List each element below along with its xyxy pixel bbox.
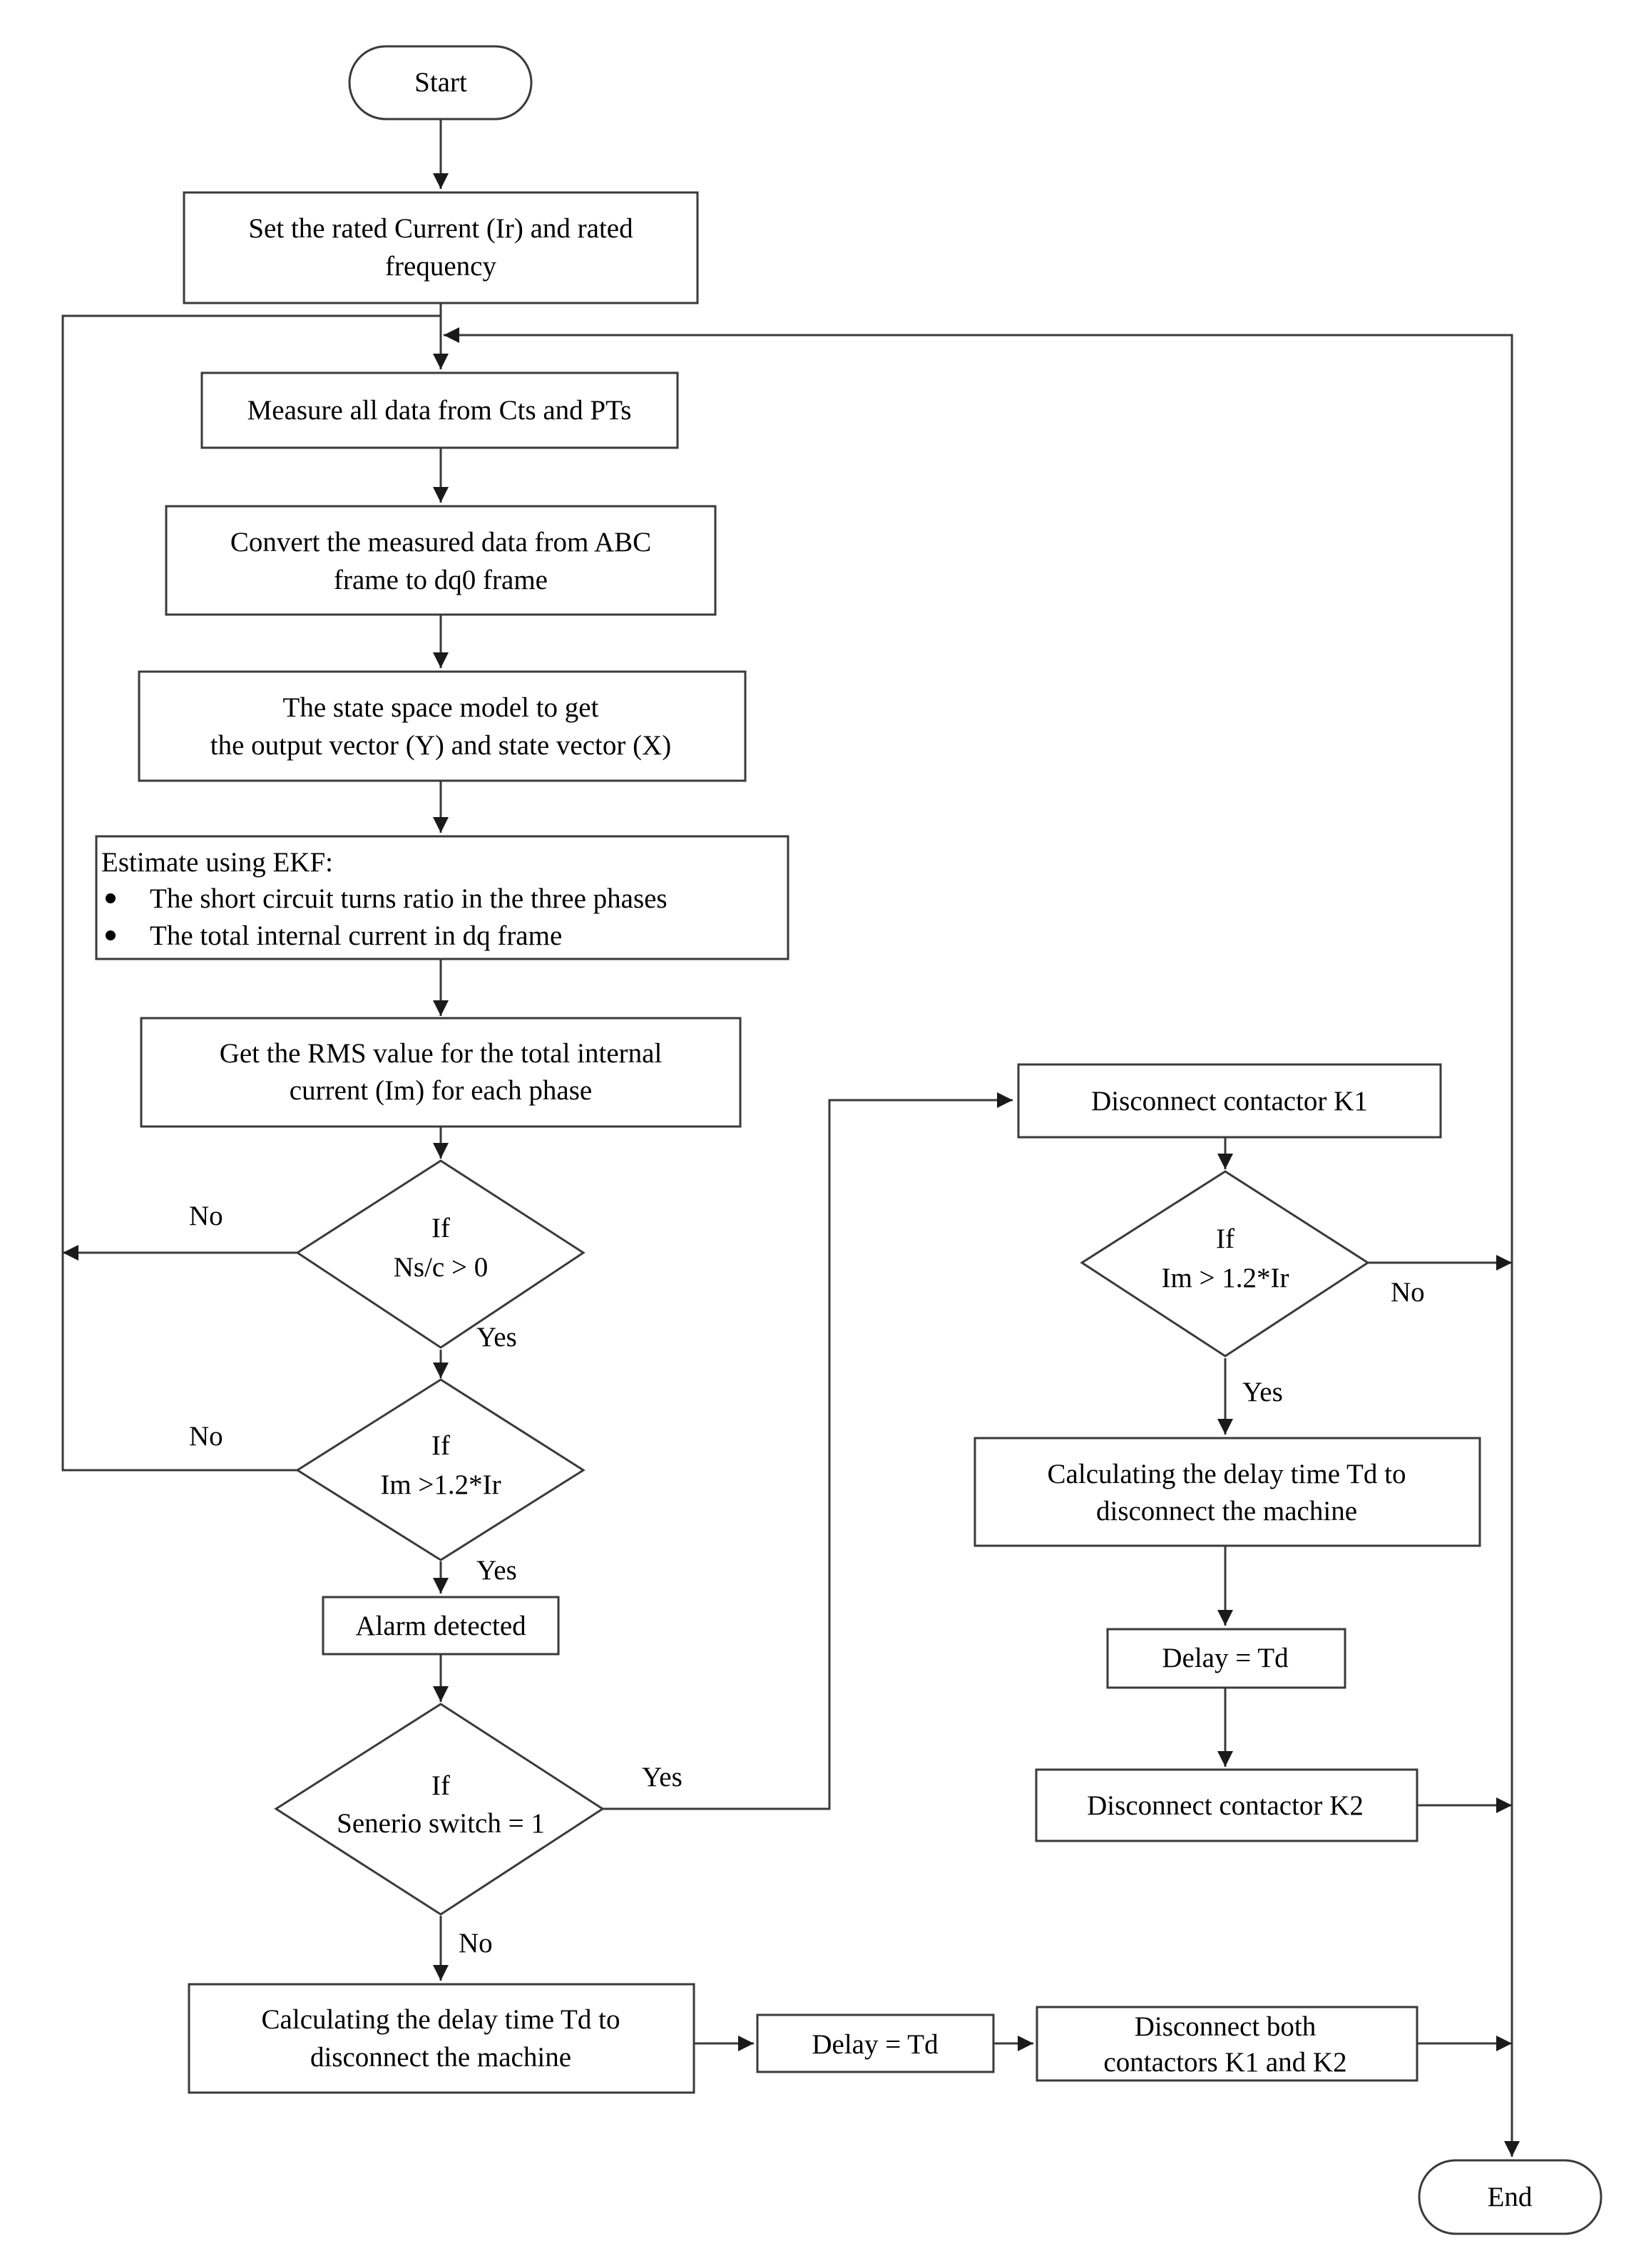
state-space-line-2: the output vector (Y) and state vector (… (210, 730, 672, 761)
ekf-node: Estimate using EKF: The short circuit tu… (95, 835, 789, 960)
alarm-label: Alarm detected (355, 1611, 526, 1641)
label-im-no: No (189, 1421, 223, 1452)
start-node: Start (348, 45, 533, 120)
ekf-bullet-1 (106, 893, 116, 903)
delay-right-label: Delay = Td (1162, 1643, 1289, 1673)
decision-im: If Im >1.2*Ir (295, 1378, 586, 1561)
set-rated-line-2: frequency (385, 251, 496, 282)
delay-left-label: Delay = Td (812, 2029, 939, 2060)
label-im-right-yes: Yes (1242, 1377, 1283, 1407)
disconnect-both-line-1: Disconnect both (1135, 2011, 1317, 2042)
set-rated-node: Set the rated Current (Ir) and rated fre… (183, 191, 699, 304)
disconnect-k2-node: Disconnect contactor K2 (1035, 1768, 1418, 1842)
edges (61, 119, 1520, 2157)
calc-delay-left-line-1: Calculating the delay time Td to (262, 2004, 620, 2035)
convert-line-2: frame to dq0 frame (334, 565, 548, 595)
state-space-line-1: The state space model to get (283, 692, 599, 723)
ekf-item-2: The total internal current in dq frame (150, 920, 562, 951)
disconnect-both-line-2: contactors K1 and K2 (1103, 2047, 1346, 2078)
delay-right-node: Delay = Td (1106, 1628, 1346, 1689)
ekf-bullet-2 (106, 930, 116, 940)
label-ns-yes: Yes (476, 1322, 517, 1353)
edge-right-return-loop (456, 334, 1513, 2153)
decision-im-line-2: Im >1.2*Ir (380, 1469, 501, 1500)
decision-im-line-1: If (431, 1430, 450, 1461)
calc-delay-right-line-2: disconnect the machine (1096, 1496, 1357, 1526)
disconnect-k2-label: Disconnect contactor K2 (1087, 1790, 1364, 1821)
ekf-item-1: The short circuit turns ratio in the thr… (150, 883, 668, 914)
decision-scenario-line-2: Senerio switch = 1 (337, 1808, 545, 1839)
calc-delay-right-line-1: Calculating the delay time Td to (1048, 1459, 1406, 1489)
convert-line-1: Convert the measured data from ABC (230, 527, 651, 558)
ekf-title: Estimate using EKF: (101, 847, 333, 878)
decision-im-right-line-1: If (1216, 1223, 1234, 1254)
label-scenario-no: No (459, 1928, 493, 1959)
set-rated-line-1: Set the rated Current (Ir) and rated (248, 213, 633, 244)
end-node: End (1418, 2159, 1602, 2235)
edge-labels: No Yes No Yes Yes No No Yes (189, 1201, 1425, 1959)
disconnect-k1-label: Disconnect contactor K1 (1091, 1086, 1368, 1117)
decision-im-right-line-2: Im > 1.2*Ir (1161, 1263, 1289, 1293)
decision-ns-line-2: Ns/c > 0 (394, 1252, 488, 1283)
delay-left-node: Delay = Td (756, 2013, 995, 2073)
disconnect-both-node: Disconnect both contactors K1 and K2 (1036, 2006, 1418, 2082)
decision-scenario: If Senerio switch = 1 (274, 1703, 605, 1916)
measure-node: Measure all data from Cts and PTs (200, 371, 679, 449)
label-im-yes: Yes (476, 1555, 517, 1586)
decision-scenario-line-1: If (431, 1770, 450, 1801)
alarm-node: Alarm detected (322, 1596, 560, 1656)
calc-delay-right-node: Calculating the delay time Td to disconn… (973, 1437, 1481, 1547)
measure-label: Measure all data from Cts and PTs (247, 395, 632, 426)
decision-im-right: If Im > 1.2*Ir (1080, 1170, 1370, 1358)
decision-ns-line-1: If (431, 1213, 450, 1243)
label-im-right-no: No (1391, 1277, 1425, 1308)
rms-line-2: current (Im) for each phase (290, 1075, 592, 1106)
start-label: Start (414, 67, 467, 98)
label-scenario-yes: Yes (642, 1762, 683, 1792)
disconnect-k1-node: Disconnect contactor K1 (1017, 1063, 1442, 1139)
edge-scenario-yes-to-k1 (603, 1099, 998, 1810)
rms-line-1: Get the RMS value for the total internal (220, 1038, 663, 1069)
label-ns-no: No (189, 1201, 223, 1231)
end-label: End (1488, 2182, 1533, 2212)
calc-delay-left-node: Calculating the delay time Td to disconn… (188, 1983, 695, 2094)
decision-ns: If Ns/c > 0 (295, 1159, 586, 1349)
rms-node: Get the RMS value for the total internal… (140, 1017, 742, 1128)
convert-node: Convert the measured data from ABC frame… (165, 505, 717, 616)
calc-delay-left-line-2: disconnect the machine (310, 2042, 571, 2073)
state-space-node: The state space model to get the output … (138, 670, 747, 782)
edge-if-im-no-loop (61, 314, 441, 1472)
